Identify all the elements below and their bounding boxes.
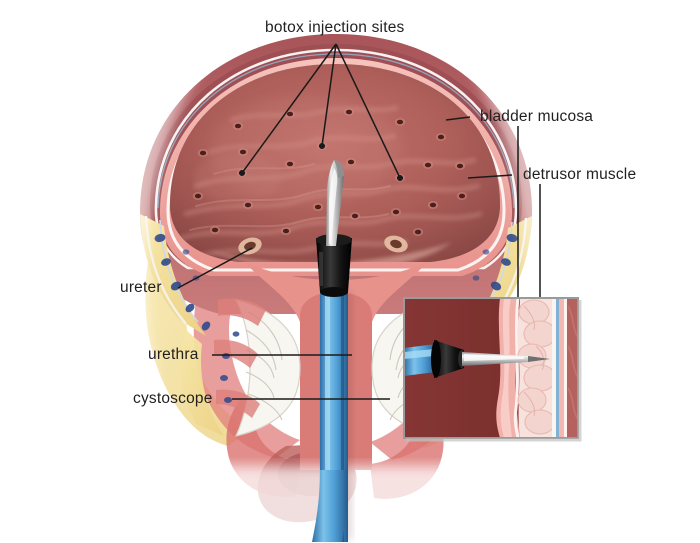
injection-dot [347, 159, 355, 165]
injection-dot [314, 204, 322, 210]
injection-dot [345, 109, 353, 115]
injection-dot [211, 227, 219, 233]
injection-dot [437, 134, 445, 140]
leader-bladder-mucosa [445, 116, 471, 121]
injection-callout-line [321, 43, 337, 147]
injection-dot [286, 161, 294, 167]
label-urethra: urethra [148, 346, 199, 363]
injection-callout-endpoint [319, 143, 325, 149]
label-detrusor-muscle: detrusor muscle [523, 166, 637, 183]
page-title: botox injection sites [265, 19, 405, 36]
injection-callout-endpoint [239, 170, 245, 176]
injection-dot [194, 193, 202, 199]
leader-ureter [177, 247, 253, 289]
label-cystoscope: cystoscope [133, 390, 213, 407]
injection-dot [234, 123, 242, 129]
inset-needle [404, 340, 550, 378]
injection-dot [199, 150, 207, 156]
magnified-inset-panel [403, 297, 582, 442]
injection-dot [396, 119, 404, 125]
leader-detrusor-muscle [467, 174, 513, 179]
injection-dot [239, 149, 247, 155]
injection-dot [392, 209, 400, 215]
injection-callout-line [241, 43, 337, 174]
ureteric-orifices [238, 235, 408, 255]
injection-dot [424, 162, 432, 168]
injection-dot [282, 228, 290, 234]
label-bladder-mucosa: bladder mucosa [480, 108, 594, 125]
injection-dot [456, 163, 464, 169]
injection-dot [244, 202, 252, 208]
injection-callout-line [335, 43, 401, 179]
leader-lines [177, 43, 541, 400]
injection-dot [351, 213, 359, 219]
injection-dot [458, 193, 466, 199]
injection-callout-endpoint [397, 175, 403, 181]
injection-dot [414, 229, 422, 235]
injection-dot [286, 111, 294, 117]
injection-dot [429, 202, 437, 208]
cystoscope-instrument [312, 160, 352, 542]
injection-callout-lines [239, 43, 403, 181]
label-ureter: ureter [120, 279, 162, 296]
needle [326, 160, 345, 246]
injection-site-dots [192, 108, 468, 236]
